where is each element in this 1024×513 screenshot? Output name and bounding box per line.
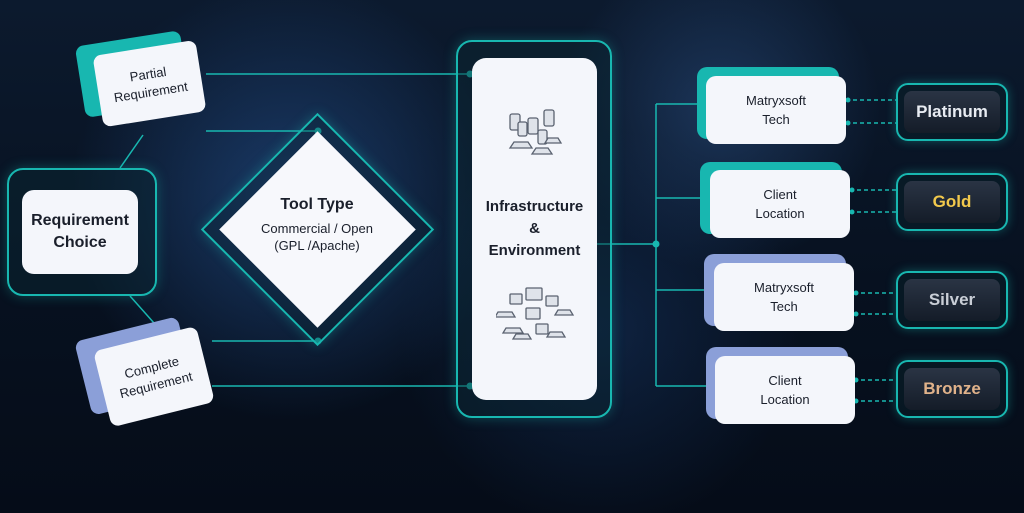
location-client-2: Client Location [715,356,855,424]
location-2-line-2: Location [755,206,805,221]
tool-type-line-2: (GPL /Apache) [274,238,360,253]
requirement-choice-node: Requirement Choice [22,190,138,274]
tier-gold-label: Gold [904,181,1000,223]
partial-requirement-node: Partial Requirement [74,30,213,140]
tier-bronze-badge: Bronze [896,360,1008,418]
tier-gold-badge: Gold [896,173,1008,231]
location-4-line-2: Location [760,392,810,407]
tool-type-line-1: Commercial / Open [261,221,373,236]
network-computers-icon [496,287,575,340]
tier-platinum-label: Platinum [904,91,1000,133]
tier-platinum-badge: Platinum [896,83,1008,141]
requirement-choice-label-2: Choice [53,234,107,251]
partial-requirement-card: Partial Requirement [92,39,207,128]
location-matryxsoft-tech-1: Matryxsoft Tech [706,76,846,144]
location-3-line-1: Matryxsoft [754,280,814,295]
requirement-choice-label-1: Requirement [31,212,129,229]
tool-type-text: Tool Type Commercial / Open (GPL /Apache… [232,196,402,276]
location-3-line-2: Tech [770,299,798,314]
tier-silver-label: Silver [904,279,1000,321]
infrastructure-node: Infrastructure & Environment [472,58,597,400]
location-1-line-1: Matryxsoft [746,93,806,108]
infrastructure-label-1: Infrastructure [485,198,584,215]
tier-bronze-label: Bronze [904,368,1000,410]
location-2-line-1: Client [763,187,797,202]
infrastructure-label-2: & [529,220,540,237]
location-client-1: Client Location [710,170,850,238]
location-matryxsoft-tech-2: Matryxsoft Tech [714,263,854,331]
infrastructure-label-3: Environment [488,242,581,259]
laptops-icon [508,109,563,155]
tool-type-title: Tool Type [280,196,354,213]
location-1-line-2: Tech [762,112,790,127]
tier-silver-badge: Silver [896,271,1008,329]
infrastructure-label: Infrastructure & Environment [472,196,597,262]
location-4-line-1: Client [768,373,802,388]
